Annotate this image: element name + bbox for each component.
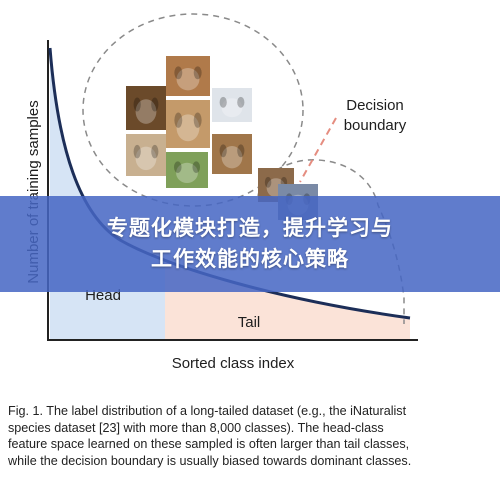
x-axis-label: Sorted class index: [172, 355, 295, 372]
caption-line-1: Fig. 1. The label distribution of a long…: [8, 404, 407, 418]
banner-title-line-1: 专题化模块打造，提升学习与: [107, 216, 393, 240]
head-feature-space: [82, 13, 304, 207]
dog-photo: [126, 134, 166, 176]
decision-boundary-label-1: Decision: [346, 97, 404, 114]
dog-photo: [212, 88, 252, 122]
decision-boundary-label-2: boundary: [344, 117, 407, 134]
dog-photo: [166, 100, 210, 148]
banner-title-line-2: 工作效能的核心策略: [151, 247, 349, 271]
tail-label: Tail: [238, 314, 261, 331]
decision-boundary-line: [299, 117, 337, 183]
dog-photo: [166, 152, 208, 188]
caption-line-4: while the decision boundary is usually b…: [8, 453, 412, 468]
title-banner: 专题化模块打造，提升学习与 工作效能的核心策略: [0, 196, 500, 292]
dog-photo: [126, 86, 166, 130]
figure-caption: Fig. 1. The label distribution of a long…: [8, 403, 494, 469]
caption-line-2: species dataset [23] with more than 8,00…: [8, 420, 384, 435]
dog-photo: [212, 134, 252, 174]
dog-photo: [166, 56, 210, 96]
caption-line-3: feature space learned on these sampled i…: [8, 437, 410, 451]
